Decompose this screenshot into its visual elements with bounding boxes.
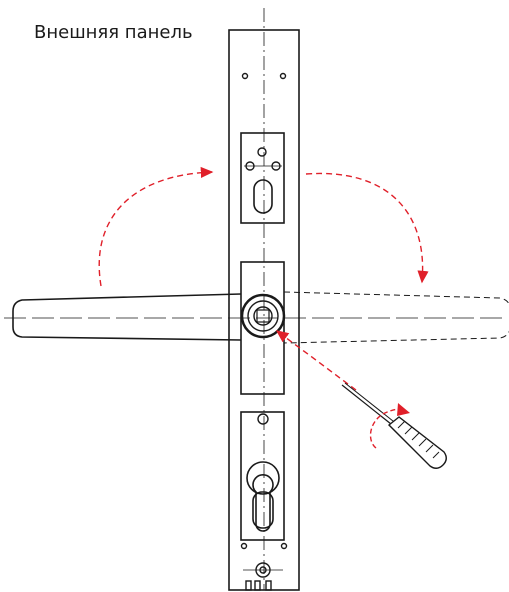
- upper-window: [240, 132, 285, 224]
- bottom-fixing: [243, 562, 283, 591]
- panel-label: Внешняя панель: [34, 22, 193, 43]
- backplate: [228, 29, 300, 591]
- handle-lever-ghost: [283, 291, 509, 344]
- screwdriver-direction-arrow: [275, 330, 357, 391]
- rotate-arrow-icon: [369, 403, 410, 449]
- rotation-arrow-right: [305, 172, 429, 284]
- cylinder-window: [240, 411, 285, 541]
- rotation-arrow-left: [98, 166, 214, 287]
- handle-lever: [12, 293, 242, 341]
- handle-rose: [240, 261, 286, 425]
- screwdriver-icon: [341, 382, 447, 469]
